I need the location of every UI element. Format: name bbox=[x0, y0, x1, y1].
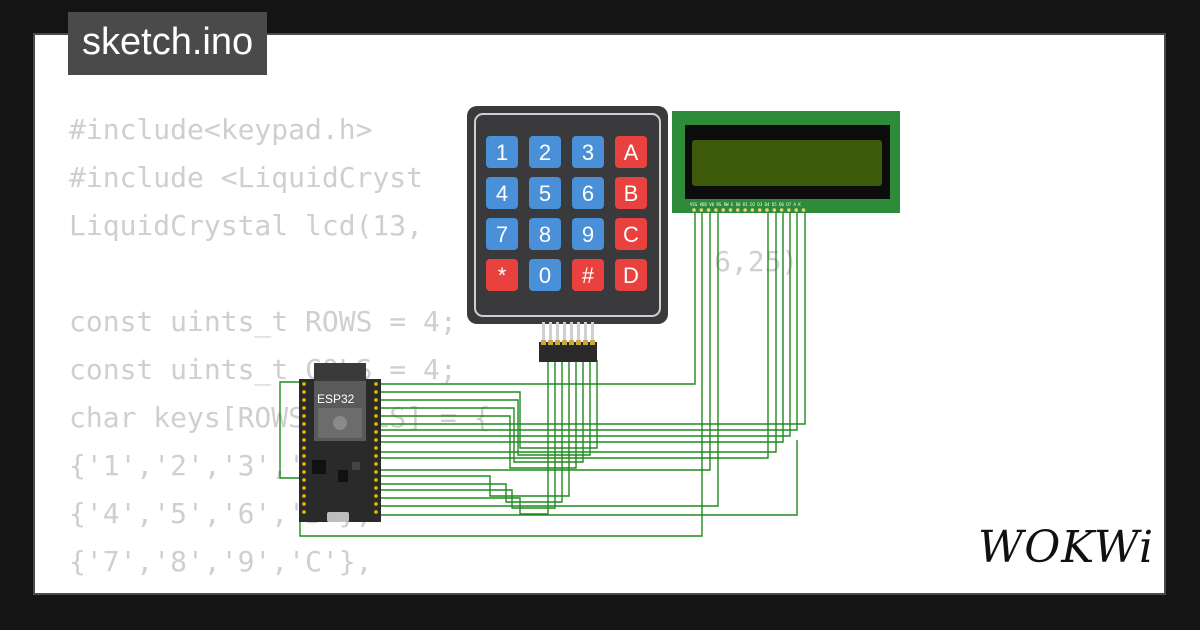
wokwi-logo: WOKWi bbox=[978, 522, 1155, 573]
keypad-key-6[interactable]: 6 bbox=[572, 177, 604, 209]
keypad-connector bbox=[539, 322, 597, 362]
keypad-key-label: 3 bbox=[582, 140, 594, 165]
lcd-pin-labels: VSS VDD V0 RS RW E D0 D1 D2 D3 D4 D5 D6 … bbox=[690, 202, 801, 207]
keypad-key-7[interactable]: 7 bbox=[486, 218, 518, 250]
keypad-key-label: 0 bbox=[539, 263, 551, 288]
usb-port-icon bbox=[327, 512, 349, 522]
keypad-key-label: C bbox=[623, 222, 639, 247]
file-name-tab[interactable]: sketch.ino bbox=[68, 12, 268, 75]
keypad-key-8[interactable]: 8 bbox=[529, 218, 561, 250]
keypad-key-D[interactable]: D bbox=[615, 259, 647, 291]
keypad-key-0[interactable]: 0 bbox=[529, 259, 561, 291]
wire bbox=[378, 212, 711, 471]
keypad-key-label: 5 bbox=[539, 181, 551, 206]
keypad-key-C[interactable]: C bbox=[615, 218, 647, 250]
wire bbox=[378, 360, 577, 469]
esp32-label: ESP32 bbox=[317, 392, 355, 406]
keypad-key-A[interactable]: A bbox=[615, 136, 647, 168]
keypad-key-5[interactable]: 5 bbox=[529, 177, 561, 209]
keypad-key-1[interactable]: 1 bbox=[486, 136, 518, 168]
keypad-key-label: A bbox=[624, 140, 639, 165]
code-line: LiquidCrystal lcd(13, bbox=[69, 209, 424, 242]
wire bbox=[378, 212, 784, 443]
code-line: const uints_t ROWS = 4; bbox=[69, 305, 457, 338]
wire bbox=[378, 360, 570, 497]
wire bbox=[378, 212, 806, 425]
wire bbox=[299, 212, 703, 537]
code-line: #include<keypad.h> bbox=[69, 113, 373, 146]
wire bbox=[378, 212, 769, 459]
keypad-key-label: 9 bbox=[582, 222, 594, 247]
esp32-board[interactable]: ESP32 bbox=[299, 363, 381, 522]
wire bbox=[378, 360, 563, 503]
keypad-key-label: D bbox=[623, 263, 639, 288]
keypad-key-2[interactable]: 2 bbox=[529, 136, 561, 168]
keypad-key-*[interactable]: * bbox=[486, 259, 518, 291]
keypad-key-4[interactable]: 4 bbox=[486, 177, 518, 209]
wire bbox=[378, 212, 696, 385]
keypad-key-label: * bbox=[498, 263, 507, 288]
keypad-4x4[interactable]: 1 2 3 A 4 5 6 B 7 8 9 C * 0 # D bbox=[467, 106, 668, 324]
wire bbox=[378, 360, 584, 463]
keypad-key-label: 8 bbox=[539, 222, 551, 247]
keypad-key-label: 7 bbox=[496, 222, 508, 247]
code-line: {'7','8','9','C'}, bbox=[69, 545, 373, 578]
keypad-key-label: 6 bbox=[582, 181, 594, 206]
lcd-1602[interactable]: VSS VDD V0 RS RW E D0 D1 D2 D3 D4 D5 D6 … bbox=[672, 111, 900, 213]
keypad-key-#[interactable]: # bbox=[572, 259, 604, 291]
wire bbox=[378, 212, 791, 437]
wire bbox=[378, 360, 549, 515]
wire bbox=[378, 360, 598, 449]
code-line: #include <LiquidCryst bbox=[69, 161, 424, 194]
keypad-key-label: 4 bbox=[496, 181, 508, 206]
wire-group bbox=[279, 212, 806, 537]
wire bbox=[378, 212, 719, 507]
wire bbox=[279, 381, 300, 479]
code-fragment: 6,25) bbox=[714, 245, 799, 278]
wire bbox=[378, 212, 777, 453]
code-line: const uints_t COLS = 4; bbox=[69, 353, 457, 386]
espressif-logo-icon bbox=[333, 416, 347, 430]
keypad-key-9[interactable]: 9 bbox=[572, 218, 604, 250]
wire bbox=[378, 212, 798, 431]
wire bbox=[378, 360, 556, 509]
keypad-key-label: # bbox=[582, 263, 595, 288]
keypad-key-label: 2 bbox=[539, 140, 551, 165]
keypad-key-label: 1 bbox=[496, 140, 508, 165]
keypad-key-3[interactable]: 3 bbox=[572, 136, 604, 168]
keypad-key-B[interactable]: B bbox=[615, 177, 647, 209]
keypad-key-label: B bbox=[624, 181, 639, 206]
